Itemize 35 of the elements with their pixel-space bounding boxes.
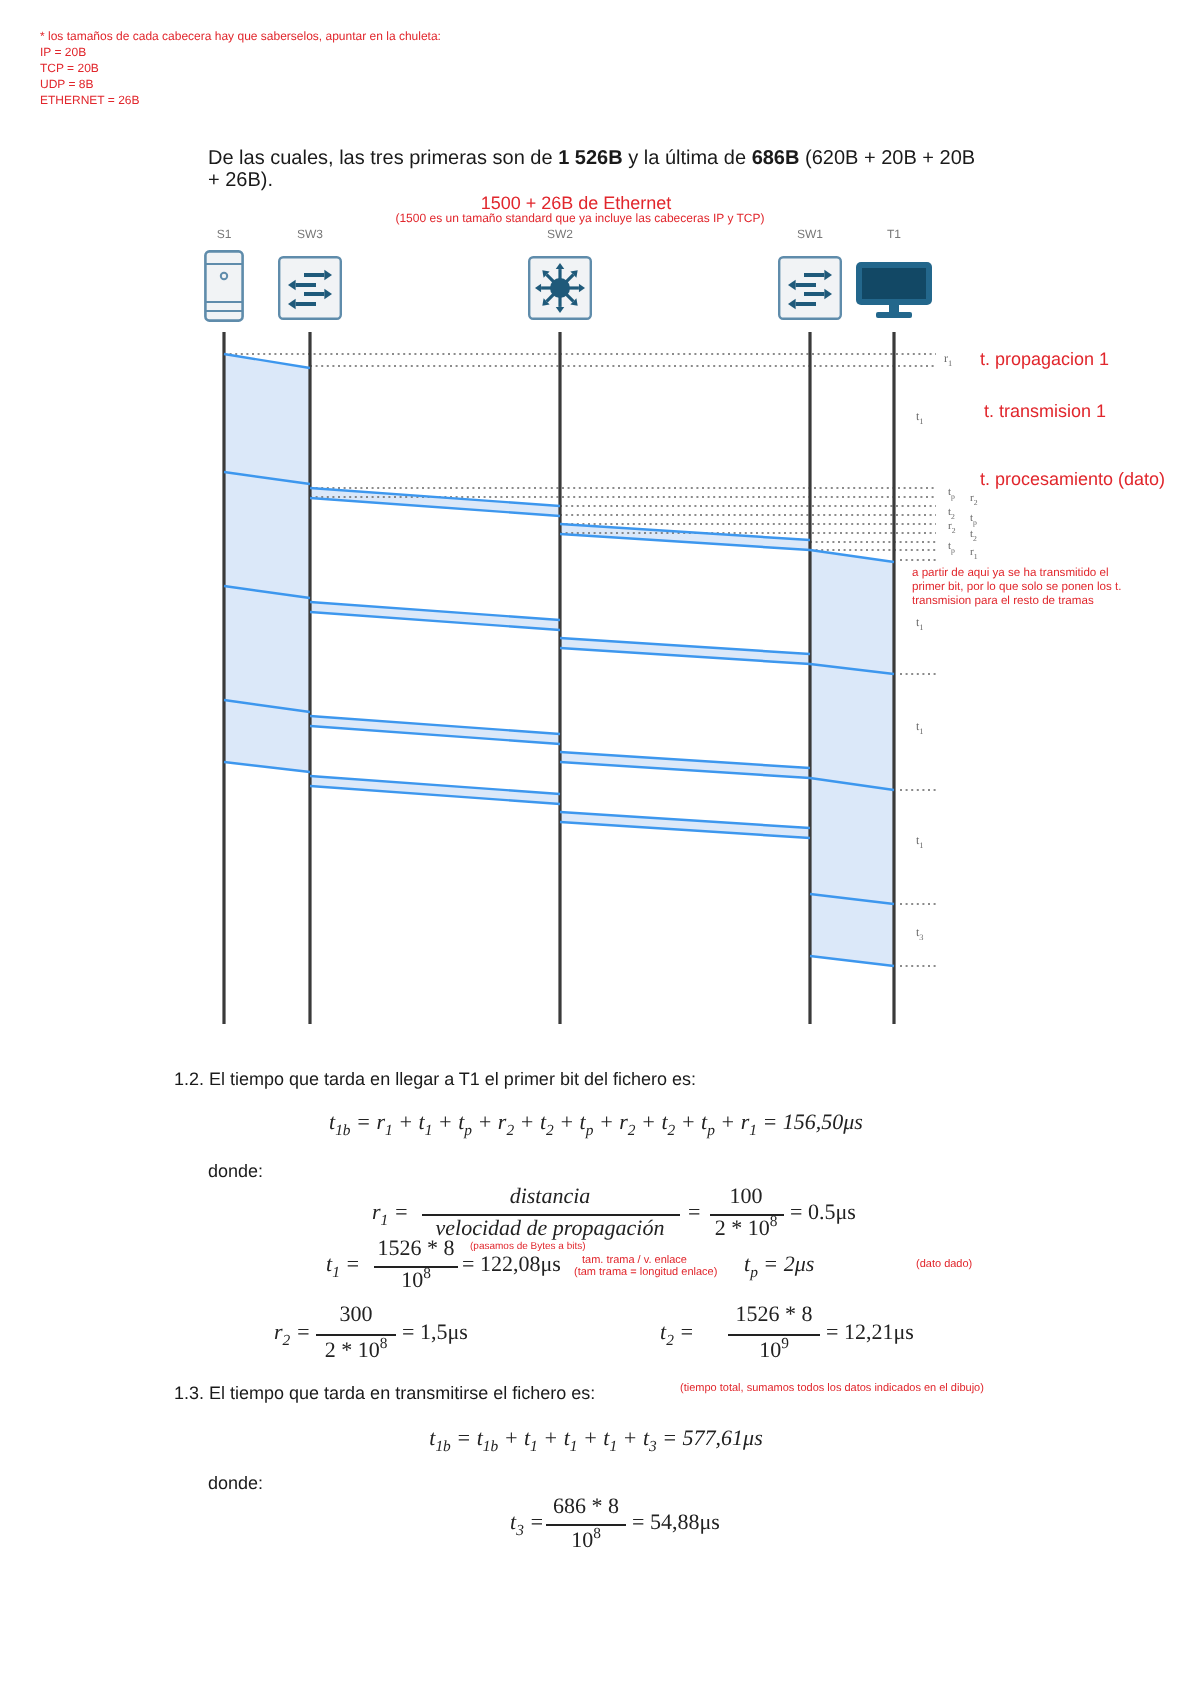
section-heading: 1.3. El tiempo que tarda en transmitirse el fichero es: — [174, 1385, 596, 1403]
formula-term: = 0.5μs — [790, 1203, 856, 1225]
formula-term: r$_{2}$ = — [274, 1323, 311, 1345]
formula-term: r$_{1}$ = — [372, 1203, 409, 1225]
fraction-denominator: 10$^{9}$ — [759, 1341, 789, 1363]
paragraph: De las cuales, las tres primeras son de 1 526B y la última de 686B (620B + 20B + 20B + 26B). — [208, 147, 978, 193]
fraction-denominator: 10$^{8}$ — [401, 1271, 431, 1293]
fraction-numerator: 1526 * 8 — [735, 1305, 813, 1327]
fraction-numerator: 100 — [729, 1187, 763, 1209]
fraction-numerator: 1526 * 8 — [377, 1239, 455, 1261]
fraction-numerator: 686 * 8 — [553, 1497, 619, 1519]
body-text: donde: — [208, 1475, 264, 1493]
fraction-denominator: 2 * 10$^{8}$ — [324, 1341, 388, 1363]
fraction-numerator: 300 — [339, 1305, 373, 1327]
section-heading: 1.2. El tiempo que tarda en llegar a T1 el primer bit del fichero es: — [174, 1071, 696, 1089]
fraction-denominator: 2 * 10$^{8}$ — [714, 1219, 778, 1241]
formula: t$_{1b}$ = r$_{1}$ + t$_{1}$ + t$_{p}$ + r$_{2}$ + t$_{2}$ + t$_{p}$ + r$_{2}$ + t$_{2}$ + t$_{p}$ + r$_{1}$ = 156,50μs — [329, 1113, 863, 1135]
annotation-text: 1500 + 26B de Ethernet — [480, 194, 672, 212]
formula-term: t$_{3}$ = — [510, 1513, 545, 1535]
fraction-denominator: velocidad de propagación — [435, 1219, 665, 1241]
formula-term: t$_{p}$ = 2μs — [744, 1255, 815, 1277]
body-text: donde: — [208, 1163, 264, 1181]
formula-term: = 12,21μs — [826, 1323, 914, 1345]
formula: t$_{1b}$ = t$_{1b}$ + t$_{1}$ + t$_{1}$ + t$_{1}$ + t$_{3}$ = 577,61μs — [429, 1429, 763, 1451]
formula-term: = 1,5μs — [402, 1323, 468, 1345]
formula-term: t$_{2}$ = — [660, 1323, 695, 1345]
formula-term: = 122,08μs — [462, 1255, 561, 1277]
formula-term: = — [688, 1203, 701, 1225]
annotation-text: t. procesamiento (dato) — [980, 471, 1166, 489]
annotation-text: t. transmision 1 — [984, 403, 1107, 421]
formula-term: t$_{1}$ = — [326, 1255, 361, 1277]
formula-term: = 54,88μs — [632, 1513, 720, 1535]
fraction-numerator: distancia — [509, 1187, 591, 1209]
annotation-text: t. propagacion 1 — [980, 351, 1110, 369]
fraction-denominator: 10$^{8}$ — [571, 1531, 601, 1553]
